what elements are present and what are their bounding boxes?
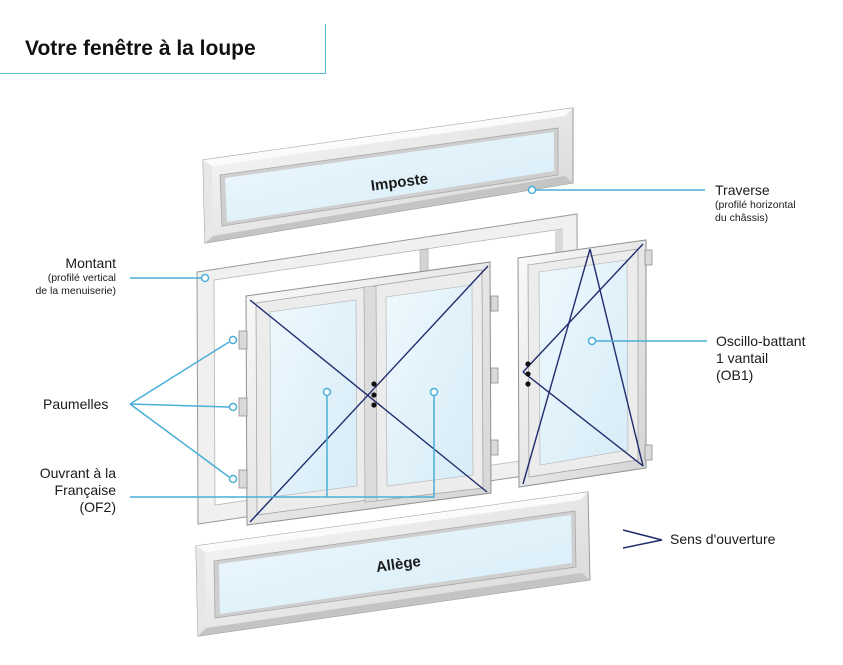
montant-label: Montant (profilé vertical de la menuiser… (35, 255, 116, 297)
of2-sash (245, 261, 492, 526)
ob1-marker (587, 336, 597, 346)
traverse-label: Traverse (profilé horizontal du châssis) (715, 182, 796, 224)
paumelle-marker-3 (228, 474, 238, 484)
montant-marker (200, 273, 210, 283)
sens-label: Sens d'ouverture (670, 531, 776, 547)
ouvrant-label: Ouvrant à la Française (OF2) (39, 465, 116, 515)
allege-label: Allège (375, 553, 422, 576)
ob1-sash (517, 239, 653, 488)
paumelle-marker-1 (228, 335, 238, 345)
allege-panel: Allège (195, 491, 591, 637)
imposte-panel: Imposte (202, 107, 574, 244)
page-title: Votre fenêtre à la loupe (25, 37, 256, 60)
of2-marker-left (322, 387, 332, 397)
paumelles-middle (490, 295, 499, 456)
title-box: Votre fenêtre à la loupe (0, 24, 326, 74)
paumelle-marker-2 (228, 402, 238, 412)
paumelles-label: Paumelles (43, 396, 109, 412)
of2-marker-right (429, 387, 439, 397)
oscillo-label: Oscillo-battant 1 vantail (OB1) (716, 333, 806, 383)
traverse-marker (527, 185, 537, 195)
paumelles-left (228, 330, 248, 489)
leader-lines (129, 189, 707, 498)
sens-legend-icon (622, 529, 663, 549)
